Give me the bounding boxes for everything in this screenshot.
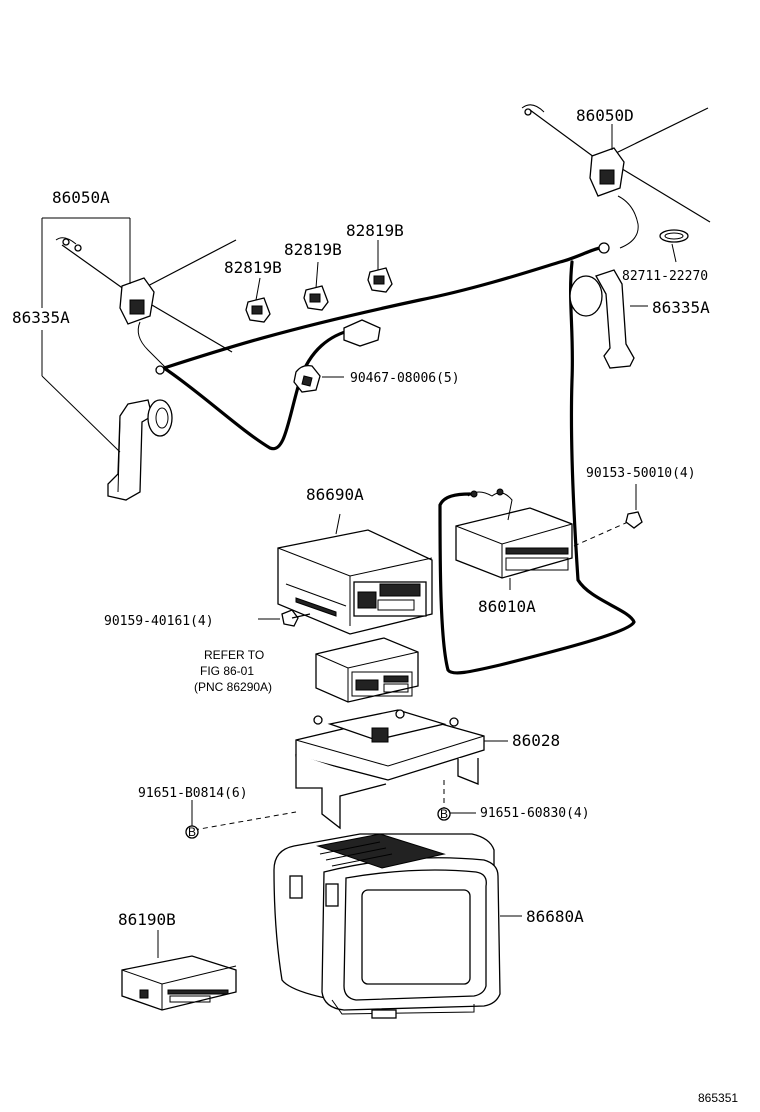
label-86010a: 86010A: [478, 597, 536, 616]
label-86335a-right: 86335A: [652, 298, 710, 317]
label-86028: 86028: [512, 731, 560, 750]
svg-text:B: B: [188, 825, 196, 839]
label-86690a: 86690A: [306, 485, 364, 504]
clamp-90467: [293, 364, 321, 393]
label-82819b-3: 82819B: [346, 221, 404, 240]
antenna-right: [521, 104, 711, 254]
clip-82819b-2: [303, 285, 329, 311]
label-86190b: 86190B: [118, 910, 176, 929]
refer-line-1: REFER TO: [204, 648, 264, 662]
label-90467: 90467-08006(5): [350, 371, 460, 386]
screw-90153: [625, 511, 643, 529]
label-82711: 82711-22270: [622, 269, 708, 284]
bolt-marker-left: B: [185, 825, 199, 839]
label-90159: 90159-40161(4): [104, 614, 214, 629]
label-86680a: 86680A: [526, 907, 584, 926]
bolt-marker-right: B: [437, 807, 451, 821]
refer-line-3: (PNC 86290A): [194, 680, 272, 694]
player-86190b: [121, 955, 237, 1011]
clip-82819b-3: [367, 267, 393, 293]
antenna-cable: [156, 246, 602, 372]
bracket-right: [569, 269, 648, 369]
label-82819b-2: 82819B: [284, 240, 342, 259]
bracket-left: [107, 399, 173, 501]
cassette-deck: [315, 637, 419, 703]
stand-86028: [295, 709, 485, 830]
antenna-left: [55, 237, 237, 369]
svg-text:B: B: [440, 807, 448, 821]
label-91651-60830: 91651-60830(4): [480, 806, 590, 821]
ring-82711: [659, 229, 689, 243]
screw-90159: [281, 609, 311, 627]
refer-line-2: FIG 86-01: [200, 664, 254, 678]
tuner-86690a: [277, 529, 433, 635]
clip-82819b-1: [245, 297, 271, 323]
label-82819b-1: 82819B: [224, 258, 282, 277]
label-86335a-left: 86335A: [12, 308, 70, 327]
receiver-86010a: [455, 488, 573, 579]
label-91651-b0814: 91651-B0814(6): [138, 786, 248, 801]
figure-number: 865351: [698, 1091, 738, 1105]
label-86050a: 86050A: [52, 188, 110, 207]
monitor-86680a: [273, 833, 501, 1019]
label-90153: 90153-50010(4): [586, 466, 696, 481]
cable-connector: [343, 319, 381, 347]
label-86050d: 86050D: [576, 106, 634, 125]
